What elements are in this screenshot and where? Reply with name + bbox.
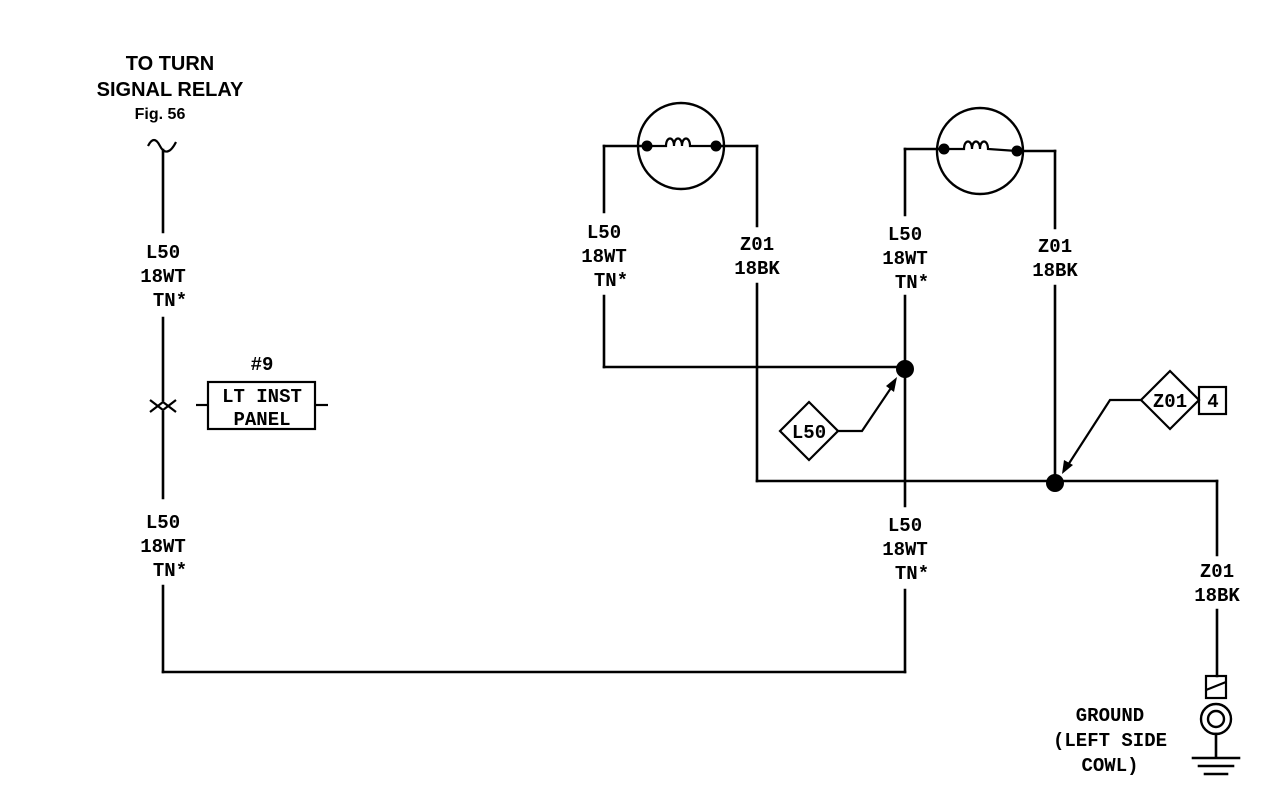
circuit-code: Z01 [740,234,774,256]
wire-gauge: 18WT [581,246,627,268]
wire-gauge: 18WT [140,266,186,288]
circuit-code: L50 [146,242,180,264]
splice-arrow [1062,460,1073,474]
circuit-code: L50 [146,512,180,534]
wire-label-ground: Z01 18BK [1194,561,1240,607]
connector-line1: LT INST [222,386,302,408]
splice-node [1046,474,1064,492]
circuit-code: Z01 [1200,561,1234,583]
splice-z01: Z01 4 [1046,369,1228,492]
lamp-filament [944,140,1018,153]
circuit-code: Z01 [1038,236,1072,258]
splice-arrow [886,377,897,392]
ground-icon [1191,674,1241,776]
splice-l50: L50 [778,360,914,462]
connector-chevron-bottom [149,400,177,413]
wire-label-lamp1-right: Z01 18BK [734,234,780,280]
wire-tracer: TN* [153,290,187,312]
wire-label-center-lower: L50 18WT TN* [882,515,929,585]
ground-line2: (LEFT SIDE [1053,730,1167,752]
left-circuit [147,138,907,674]
connector-chevron-top [149,399,177,412]
wire-tracer: TN* [895,272,929,294]
ground-line1: GROUND [1076,705,1144,727]
source-line1: TO TURN [126,53,215,75]
lamp-filament [647,137,716,148]
wire-gauge: 18WT [882,248,928,270]
splice-leader [1067,398,1141,466]
splice-node [896,360,914,378]
splice-ref: 4 [1207,391,1218,413]
wire-label-left-upper: L50 18WT TN* [140,242,187,312]
wire-label-lamp1-left: L50 18WT TN* [581,222,628,292]
wire-gauge: 18BK [1194,585,1240,607]
source-line2: SIGNAL RELAY [97,79,244,101]
source-line3: Fig. 56 [135,106,186,123]
wire-tracer: TN* [895,563,929,585]
wire-gauge: 18WT [882,539,928,561]
wire-tracer: TN* [153,560,187,582]
wire-gauge: 18BK [1032,260,1078,282]
splice-leader [838,384,894,433]
connector-lt-inst-panel: #9 LT INST PANEL [196,354,328,431]
wire-label-lamp2-right: Z01 18BK [1032,236,1078,282]
connector-line2: PANEL [233,409,290,431]
ground-label: GROUND (LEFT SIDE COWL) [1053,705,1167,777]
splice-ref-box [1197,385,1228,416]
wire-gauge: 18BK [734,258,780,280]
wire-label-lamp2-left: L50 18WT TN* [882,224,929,294]
circuit-code: L50 [888,224,922,246]
circuit-code: L50 [587,222,621,244]
splice-label: L50 [792,422,826,444]
lamp-2 [903,106,1057,230]
wire-break-symbol [147,138,177,153]
source-label: TO TURN SIGNAL RELAY Fig. 56 [97,53,244,123]
connector-number: #9 [251,354,274,376]
wire-label-left-lower: L50 18WT TN* [140,512,187,582]
wire-tracer: TN* [594,270,628,292]
ground-line3: COWL) [1081,755,1138,777]
wire-gauge: 18WT [140,536,186,558]
splice-label: Z01 [1153,391,1187,413]
lamp-1 [602,101,759,228]
circuit-code: L50 [888,515,922,537]
